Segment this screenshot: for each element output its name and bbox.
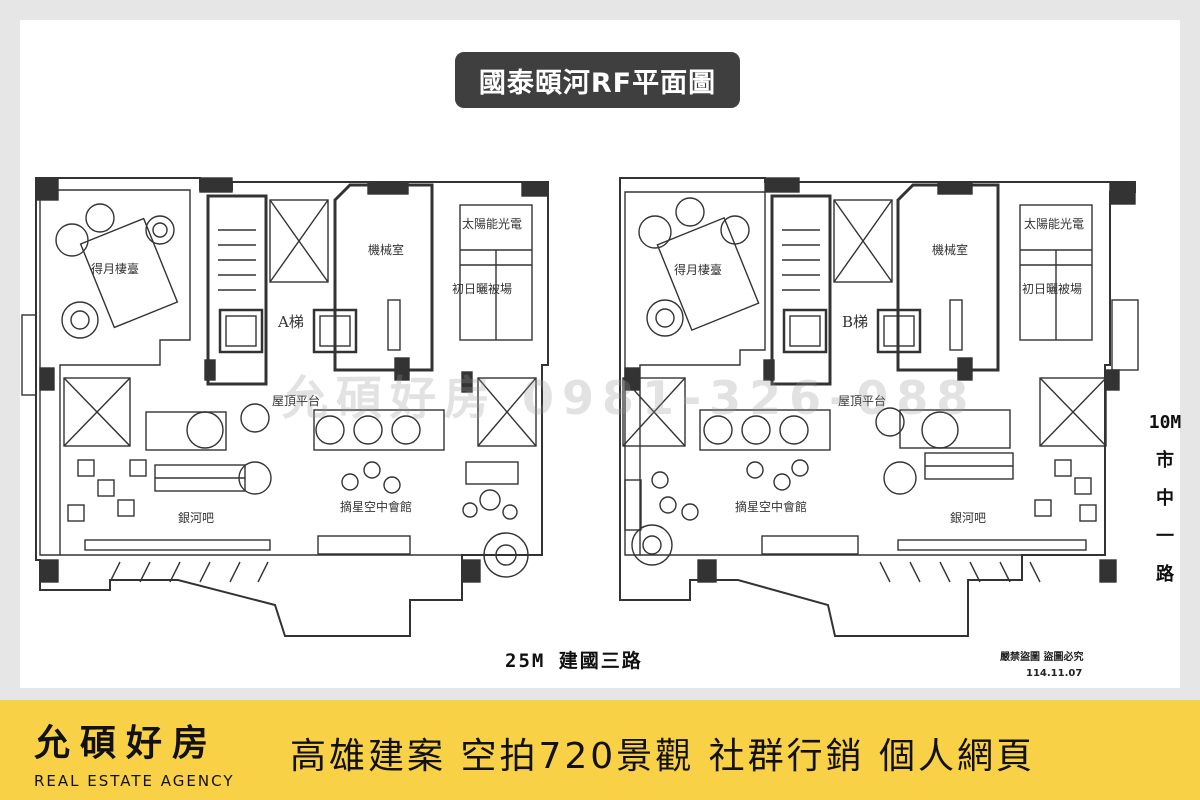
- floor-plans: 得月棲臺 機械室 太陽能光電 初日曬被場 A梯 屋頂平台 摘星空中會館 銀河吧: [21, 177, 1139, 637]
- road-right-char-4: 路: [1156, 564, 1174, 585]
- services-text: 高雄建案 空拍720景觀 社群行銷 個人網頁: [290, 736, 1036, 777]
- right-roof-platform-label: 屋頂平台: [838, 393, 886, 408]
- footer-banner: [0, 700, 1200, 800]
- road-right-char-3: 一: [1156, 526, 1174, 547]
- plan-sheet: [20, 20, 1180, 688]
- brand-subtitle: REAL ESTATE AGENCY: [34, 772, 235, 790]
- left-solar-label: 太陽能光電: [462, 216, 522, 231]
- date-code: 114.11.07: [1026, 668, 1083, 679]
- right-solar-label: 太陽能光電: [1024, 216, 1084, 231]
- copyright-notice: 嚴禁盜圖 盜圖必究: [1000, 652, 1084, 663]
- left-bar-label: 銀河吧: [178, 511, 214, 525]
- road-label-right: 10M 市 中 一 路: [1148, 404, 1182, 594]
- right-bar-label: 銀河吧: [950, 511, 986, 525]
- right-machine-room-label: 機械室: [932, 242, 968, 257]
- page-title: 國泰頤河RF平面圖: [455, 52, 740, 108]
- left-sky-club-label: 摘星空中會館: [340, 499, 412, 514]
- right-terrace-label: 得月棲臺: [674, 262, 722, 277]
- brand-name: 允碩好房: [34, 723, 219, 764]
- road-right-char-1: 市: [1156, 450, 1174, 471]
- right-elevator-label: B梯: [842, 313, 868, 331]
- right-sky-club-label: 摘星空中會館: [735, 499, 807, 514]
- left-terrace-label: 得月棲臺: [91, 261, 139, 276]
- right-plaza-label: 初日曬被場: [1022, 282, 1082, 296]
- left-plaza-label: 初日曬被場: [452, 282, 512, 296]
- road-label-bottom: 25M 建國三路: [505, 650, 643, 672]
- floor-plan-right: [619, 177, 1139, 637]
- watermark: 允碩好房 0981-326-088: [282, 371, 977, 425]
- road-right-char-2: 中: [1156, 488, 1174, 509]
- left-machine-room-label: 機械室: [368, 242, 404, 257]
- road-right-width: 10M: [1148, 412, 1182, 433]
- left-roof-platform-label: 屋頂平台: [272, 393, 320, 408]
- left-elevator-label: A梯: [277, 313, 304, 331]
- floor-plan-left: [21, 177, 549, 637]
